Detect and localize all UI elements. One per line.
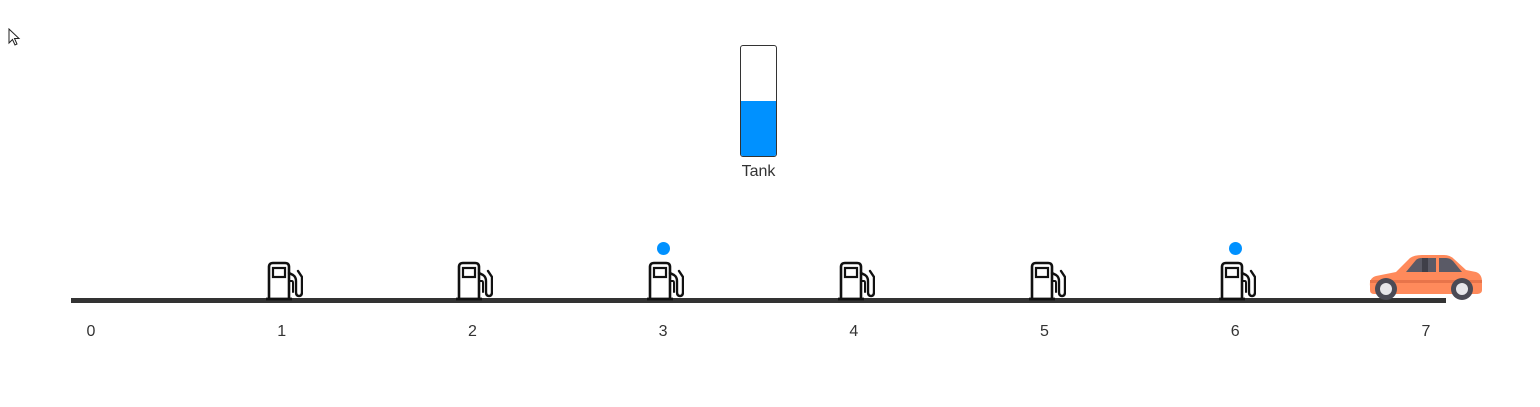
fuel-pump-icon (837, 261, 875, 301)
tank-container (740, 45, 777, 157)
refuel-marker (656, 242, 670, 255)
mouse-cursor-icon (8, 27, 22, 48)
fuel-pump-icon (646, 261, 685, 301)
position-label-2: 2 (467, 323, 477, 340)
position-label-1: 1 (277, 323, 287, 340)
tank-gauge: Tank (740, 45, 777, 180)
refuel-marker (1228, 242, 1242, 255)
position-label-5: 5 (1040, 323, 1049, 340)
tank-label: Tank (741, 163, 776, 180)
fuel-pump-icon (265, 261, 303, 301)
fuel-pump-icon (1218, 261, 1257, 301)
position-label-4: 4 (849, 323, 859, 340)
fuel-pump-icon (455, 261, 494, 301)
road-line (71, 298, 1446, 303)
car-icon (1366, 252, 1484, 302)
position-label-3: 3 (658, 323, 668, 340)
position-label-0: 0 (86, 323, 96, 340)
position-label-6: 6 (1230, 323, 1240, 340)
fuel-pump-icon (1028, 261, 1066, 301)
position-label-7: 7 (1421, 323, 1431, 340)
tank-fuel-level (741, 101, 776, 156)
